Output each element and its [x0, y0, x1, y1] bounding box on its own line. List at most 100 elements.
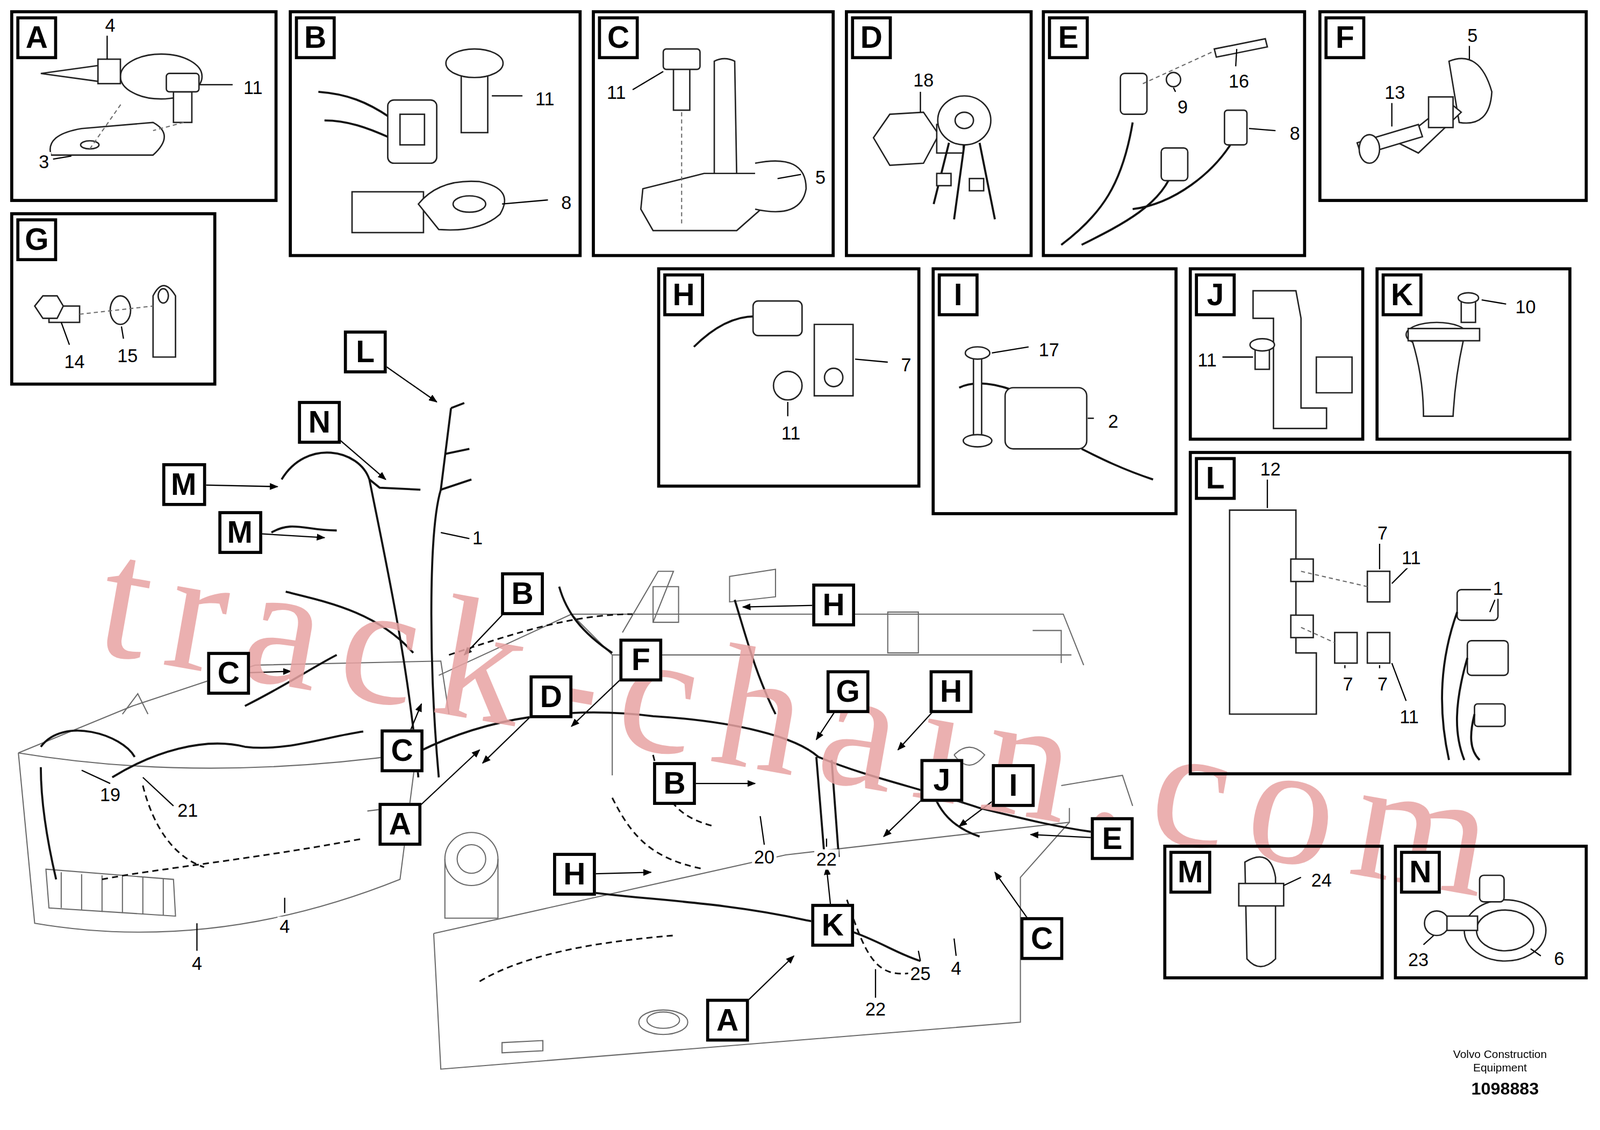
callout-number: 11 — [1399, 548, 1423, 569]
callout-number: 7 — [899, 355, 914, 376]
wire-harness — [112, 731, 364, 778]
wire-harness — [571, 890, 921, 962]
callout-number-holder: 21 — [175, 800, 201, 822]
callout-number-holder: 1 — [470, 528, 485, 550]
callout-number: 17 — [1036, 339, 1062, 361]
leader-line — [1235, 48, 1237, 67]
detail-l-parts — [1467, 640, 1509, 676]
leader-line — [1173, 87, 1176, 92]
leader-line — [855, 359, 888, 363]
callout-number: 11 — [241, 77, 265, 98]
detail-i-parts — [973, 357, 982, 440]
callout-number: 7 — [1340, 674, 1356, 695]
callout-number: 22 — [814, 849, 839, 871]
reference-letter: E — [1101, 821, 1123, 856]
detail-h-parts — [693, 316, 756, 348]
detail-e-parts — [1061, 38, 1268, 246]
detail-b-parts — [387, 99, 437, 164]
reference-letter: M — [226, 515, 253, 550]
reference-letter-box: B — [653, 762, 697, 806]
leader-line — [1087, 417, 1094, 419]
detail-a-parts — [120, 54, 203, 100]
detail-e-parts — [1142, 51, 1215, 84]
detail-i-parts — [959, 347, 1154, 480]
detail-j-parts — [1252, 290, 1327, 429]
leader-line — [759, 816, 765, 845]
callout-number: 21 — [175, 800, 201, 821]
wire-harness — [40, 767, 56, 880]
detail-e-parts — [1166, 72, 1181, 88]
callout-number: 10 — [1513, 296, 1539, 318]
callout-number: 6 — [1552, 949, 1567, 970]
detail-tag: N — [1400, 850, 1441, 894]
leader-line — [787, 402, 789, 417]
leader-line — [918, 950, 921, 961]
reference-letter: B — [511, 576, 534, 611]
reference-letter: B — [304, 20, 327, 55]
detail-c-parts — [755, 161, 807, 212]
detail-e-parts — [1120, 73, 1147, 115]
leader-line — [953, 938, 957, 957]
detail-panel: 1415G — [10, 212, 217, 386]
reference-letter-box: A — [378, 802, 422, 846]
detail-panel: 513F — [1318, 10, 1588, 203]
detail-panel: 118B — [288, 10, 582, 257]
wire-harness — [281, 452, 370, 480]
detail-b-parts — [352, 191, 424, 233]
detail-a-parts — [80, 140, 99, 149]
reference-letter: F — [1335, 20, 1355, 55]
detail-l-parts — [1367, 632, 1390, 664]
callout-number: 11 — [779, 423, 803, 444]
callout-number: 11 — [604, 82, 628, 104]
callout-number: 3 — [36, 152, 52, 173]
detail-b-parts — [318, 91, 390, 138]
drawing-number-holder: 1098883 — [1471, 1079, 1540, 1101]
reference-letter: G — [24, 222, 49, 257]
reference-letter-box: G — [826, 670, 870, 714]
reference-letter-box: F — [619, 639, 663, 683]
reference-letter-box: C — [1020, 917, 1064, 961]
detail-panel: 172I — [931, 267, 1178, 515]
reference-letter: N — [308, 405, 331, 440]
reference-letter-box: H — [929, 670, 973, 714]
reference-letter: E — [1058, 20, 1079, 55]
reference-letter-box: M — [161, 463, 206, 507]
reference-letter: A — [389, 807, 412, 842]
leader-line — [81, 770, 111, 784]
leader-line — [1530, 949, 1541, 957]
reference-letter-box: A — [706, 999, 750, 1043]
callout-number: 24 — [1309, 870, 1334, 892]
wire-harness — [612, 798, 705, 870]
leader-line — [1392, 567, 1409, 584]
reference-letter-box: D — [529, 675, 573, 719]
leader-line — [106, 34, 108, 60]
detail-tag: I — [937, 273, 979, 317]
detail-k-parts — [1412, 340, 1464, 416]
detail-tag: M — [1169, 850, 1212, 894]
reference-letter: J — [1206, 277, 1224, 312]
detail-b-parts — [399, 114, 425, 146]
leader-line — [826, 838, 828, 848]
detail-g-parts — [34, 296, 64, 319]
detail-a-parts — [40, 54, 203, 156]
reference-letter: M — [170, 467, 197, 502]
drawing-number: 1098883 — [1471, 1079, 1540, 1100]
leader-line — [61, 322, 70, 346]
reference-letter: A — [716, 1002, 739, 1037]
detail-panel: 236N — [1393, 844, 1588, 980]
detail-h-parts — [814, 324, 853, 397]
reference-letter: L — [1206, 461, 1225, 495]
machine-frame — [1032, 630, 1061, 664]
reference-letter-box: L — [343, 330, 387, 374]
machine-frame — [445, 859, 499, 919]
detail-d-parts — [873, 112, 939, 166]
reference-letter: K — [1390, 277, 1413, 312]
detail-panel: 4113A — [10, 10, 278, 203]
detail-tag: J — [1194, 273, 1236, 317]
detail-l-parts — [1367, 571, 1390, 602]
detail-g-parts — [79, 306, 154, 315]
detail-panel: 1271117711L — [1188, 450, 1572, 776]
detail-d-parts — [933, 142, 995, 220]
detail-a-parts — [97, 59, 121, 84]
